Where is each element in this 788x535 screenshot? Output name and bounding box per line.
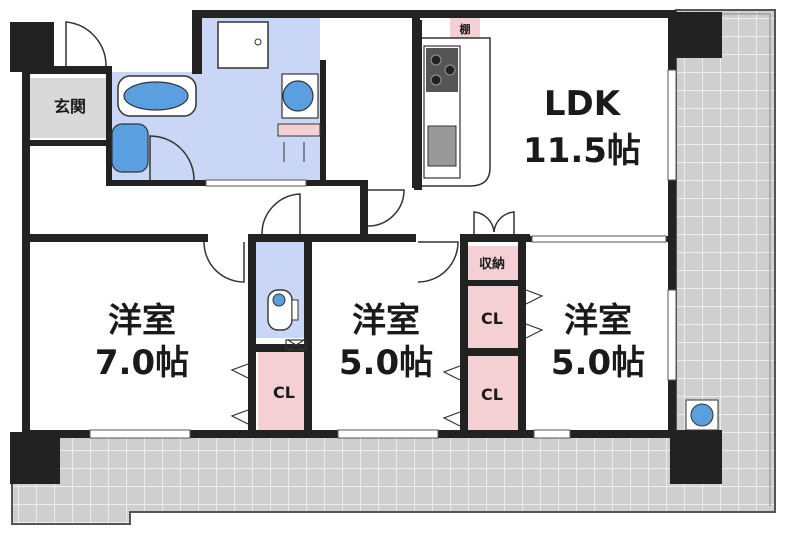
western-2-size: 5.0帖 — [339, 343, 433, 383]
washroom-shelf — [277, 123, 321, 162]
tana-area — [450, 18, 480, 40]
western-1-size: 7.0帖 — [95, 343, 189, 383]
sink-icon — [427, 125, 457, 167]
room-doors — [203, 241, 459, 283]
closet-a-label: CL — [273, 383, 295, 402]
closet-c-label: CL — [481, 385, 503, 404]
shower-icon — [111, 123, 149, 173]
closet-b-label: CL — [481, 309, 503, 328]
toilet-icon — [267, 289, 299, 331]
washbasin-icon — [281, 73, 319, 119]
washing-machine-icon — [217, 21, 269, 69]
windows — [89, 69, 677, 439]
tana-label: 棚 — [460, 22, 471, 36]
kitchen-left-wall — [414, 20, 422, 190]
columns — [10, 12, 722, 484]
genkan-label: 玄関 — [54, 97, 86, 116]
ldk-door — [473, 211, 515, 234]
genkan-area — [28, 78, 110, 138]
closet-b-area — [466, 286, 518, 348]
western-2-name: 洋室 — [352, 301, 420, 341]
ldk-name: LDK — [544, 84, 622, 124]
shunou-label: 収納 — [479, 256, 505, 272]
entry-door — [65, 21, 107, 67]
closet-c-area — [466, 356, 518, 432]
outdoor-unit-icon — [685, 399, 719, 431]
bathtub-icon — [117, 75, 197, 117]
western-1-name: 洋室 — [108, 301, 176, 341]
stove-icon — [426, 48, 458, 92]
western-3-name: 洋室 — [564, 301, 632, 341]
closet-a-area — [258, 352, 310, 432]
toilet-door — [285, 339, 307, 351]
shunou-area — [466, 246, 518, 282]
closet-doors — [230, 289, 544, 427]
ldk-size: 11.5帖 — [523, 131, 641, 171]
hall-doors — [261, 189, 405, 235]
western-3-size: 5.0帖 — [551, 343, 645, 383]
bath-door — [149, 135, 195, 181]
